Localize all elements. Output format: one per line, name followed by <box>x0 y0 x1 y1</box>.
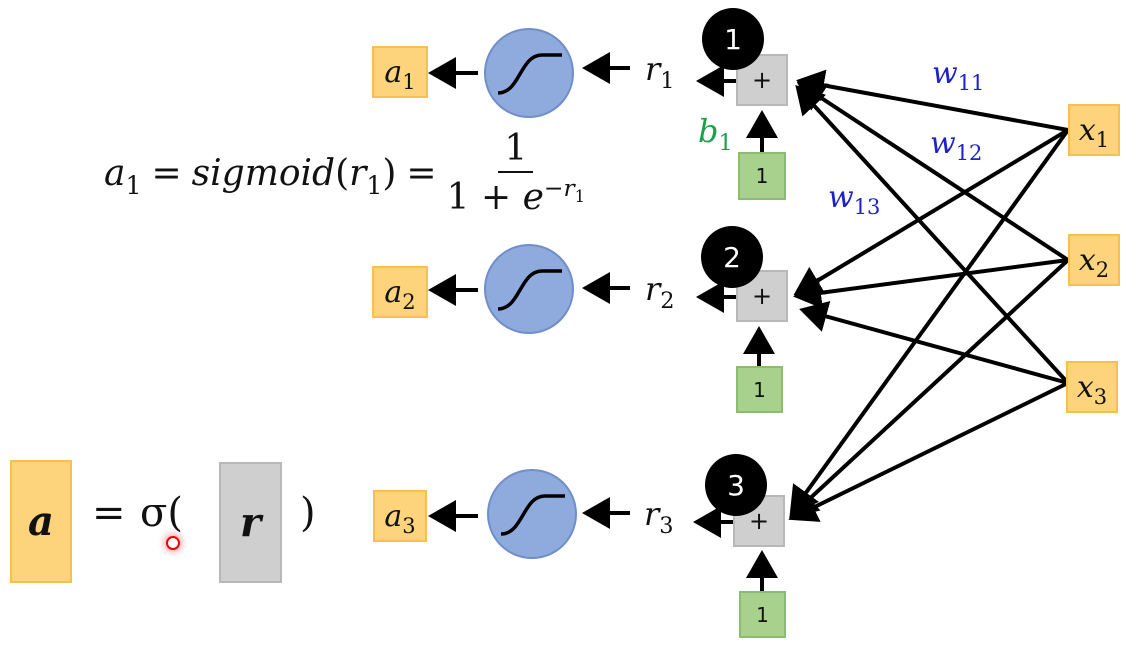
weight-line-x1-sum1 <box>796 69 1069 132</box>
weight-var: w <box>930 126 956 161</box>
arg-sub: 1 <box>366 171 383 201</box>
fn-name: sigmoid <box>191 153 336 195</box>
weight-line-x3-sum1 <box>795 85 1070 385</box>
weight-line-x2-sum3 <box>789 258 1070 518</box>
output-node-a2: a2 <box>372 266 428 318</box>
vector-r: r <box>239 499 262 546</box>
sigmoid-curve-icon <box>497 269 562 311</box>
bias-value: 1 <box>753 377 766 402</box>
neuron-badge-2: 2 <box>701 226 763 288</box>
eq-fn: sigmoid(r1) <box>191 153 397 201</box>
arg-var: r <box>349 153 367 195</box>
output-var: a <box>384 498 403 534</box>
exp-sub: 1 <box>574 186 586 206</box>
r-var: r <box>645 50 661 88</box>
weight-sub: 12 <box>955 141 983 166</box>
weight-label-w11: w11 <box>932 56 984 95</box>
weight-sub: 13 <box>853 195 881 220</box>
weight-line-x1-sum2 <box>793 128 1070 296</box>
r2-label: r2 <box>645 270 675 314</box>
bias-input-3: 1 <box>739 591 786 638</box>
equals-sign: = <box>151 153 182 195</box>
plus-icon: + <box>751 282 773 310</box>
numerator: 1 <box>498 126 534 173</box>
r-sub: 3 <box>659 512 674 539</box>
close-paren: ) <box>300 490 316 536</box>
output-sub: 3 <box>402 513 416 538</box>
output-var: a <box>384 274 403 310</box>
lhs-sub: 1 <box>125 171 142 201</box>
bias-var: b <box>698 112 719 150</box>
output-var: a <box>384 54 403 90</box>
sigma-symbol: σ( <box>140 490 183 536</box>
r3-label: r3 <box>644 495 674 539</box>
weight-var: w <box>932 56 958 91</box>
weight-label-w13: w13 <box>828 180 880 219</box>
bias-label-b1: b1 <box>698 112 733 156</box>
input-var: x <box>1076 369 1094 405</box>
sigma-fn: σ <box>140 490 168 536</box>
lhs-var: a <box>104 153 126 195</box>
sigmoid-node-1 <box>484 28 574 118</box>
weight-line-x3-sum3 <box>788 381 1069 522</box>
vector-r-box: r <box>219 462 282 583</box>
sum-node-2: + <box>736 270 788 322</box>
sigmoid-curve-icon <box>500 494 565 536</box>
input-node-x1: x1 <box>1068 104 1120 156</box>
input-sub: 2 <box>1095 257 1110 282</box>
fraction: 1 1 + e−r1 <box>447 126 586 222</box>
output-sub: 1 <box>402 69 416 94</box>
output-node-a3: a3 <box>373 490 427 542</box>
exp-sign: − <box>543 174 564 202</box>
weight-line-x3-sum2 <box>799 300 1069 385</box>
den-base: e <box>522 177 544 218</box>
cursor-pointer-indicator <box>166 536 180 550</box>
badge-number: 1 <box>724 22 742 56</box>
r-sub: 1 <box>660 67 675 94</box>
input-sub: 1 <box>1095 127 1110 152</box>
weight-line-x2-sum1 <box>796 81 1070 262</box>
equals-sign: = <box>406 153 437 195</box>
plus-icon: + <box>748 507 770 535</box>
r-var: r <box>644 495 660 533</box>
open-paren: ( <box>167 490 183 536</box>
eq-lhs: a1 <box>104 153 142 200</box>
weight-line-x1-sum3 <box>789 128 1070 516</box>
input-sub: 3 <box>1093 384 1108 409</box>
neuron-badge-1: 1 <box>702 8 764 70</box>
sigmoid-equation: a1 = sigmoid(r1) = 1 1 + e−r1 <box>104 126 585 222</box>
sigmoid-node-2 <box>484 244 574 334</box>
input-var: x <box>1078 112 1096 148</box>
weight-line-x2-sum2 <box>793 258 1069 309</box>
weight-sub: 11 <box>957 71 985 96</box>
bias-value: 1 <box>755 164 769 188</box>
exp-var: r <box>563 174 575 202</box>
plus-icon: + <box>751 66 773 94</box>
r-sub: 2 <box>660 287 675 314</box>
vector-a: a <box>28 498 54 545</box>
r-var: r <box>645 270 661 308</box>
bias-input-1: 1 <box>738 152 786 200</box>
vector-a-box: a <box>10 460 72 583</box>
vector-equals: = <box>92 490 126 536</box>
input-var: x <box>1078 242 1096 278</box>
badge-number: 3 <box>727 468 745 502</box>
denominator: 1 + e−r1 <box>447 173 586 222</box>
bias-sub: 1 <box>718 129 733 156</box>
input-node-x2: x2 <box>1068 234 1120 286</box>
weight-var: w <box>828 180 854 215</box>
den-prefix: 1 + <box>446 177 523 218</box>
bias-input-2: 1 <box>736 366 783 413</box>
r1-label: r1 <box>645 50 675 94</box>
output-node-a1: a1 <box>372 46 428 98</box>
sigmoid-curve-icon <box>497 53 562 95</box>
neuron-badge-3: 3 <box>705 454 767 516</box>
output-sub: 2 <box>402 289 416 314</box>
badge-number: 2 <box>723 240 741 274</box>
input-node-x3: x3 <box>1066 361 1118 413</box>
weight-label-w12: w12 <box>930 126 982 165</box>
sigmoid-node-3 <box>487 469 577 559</box>
bias-value: 1 <box>756 602 769 627</box>
